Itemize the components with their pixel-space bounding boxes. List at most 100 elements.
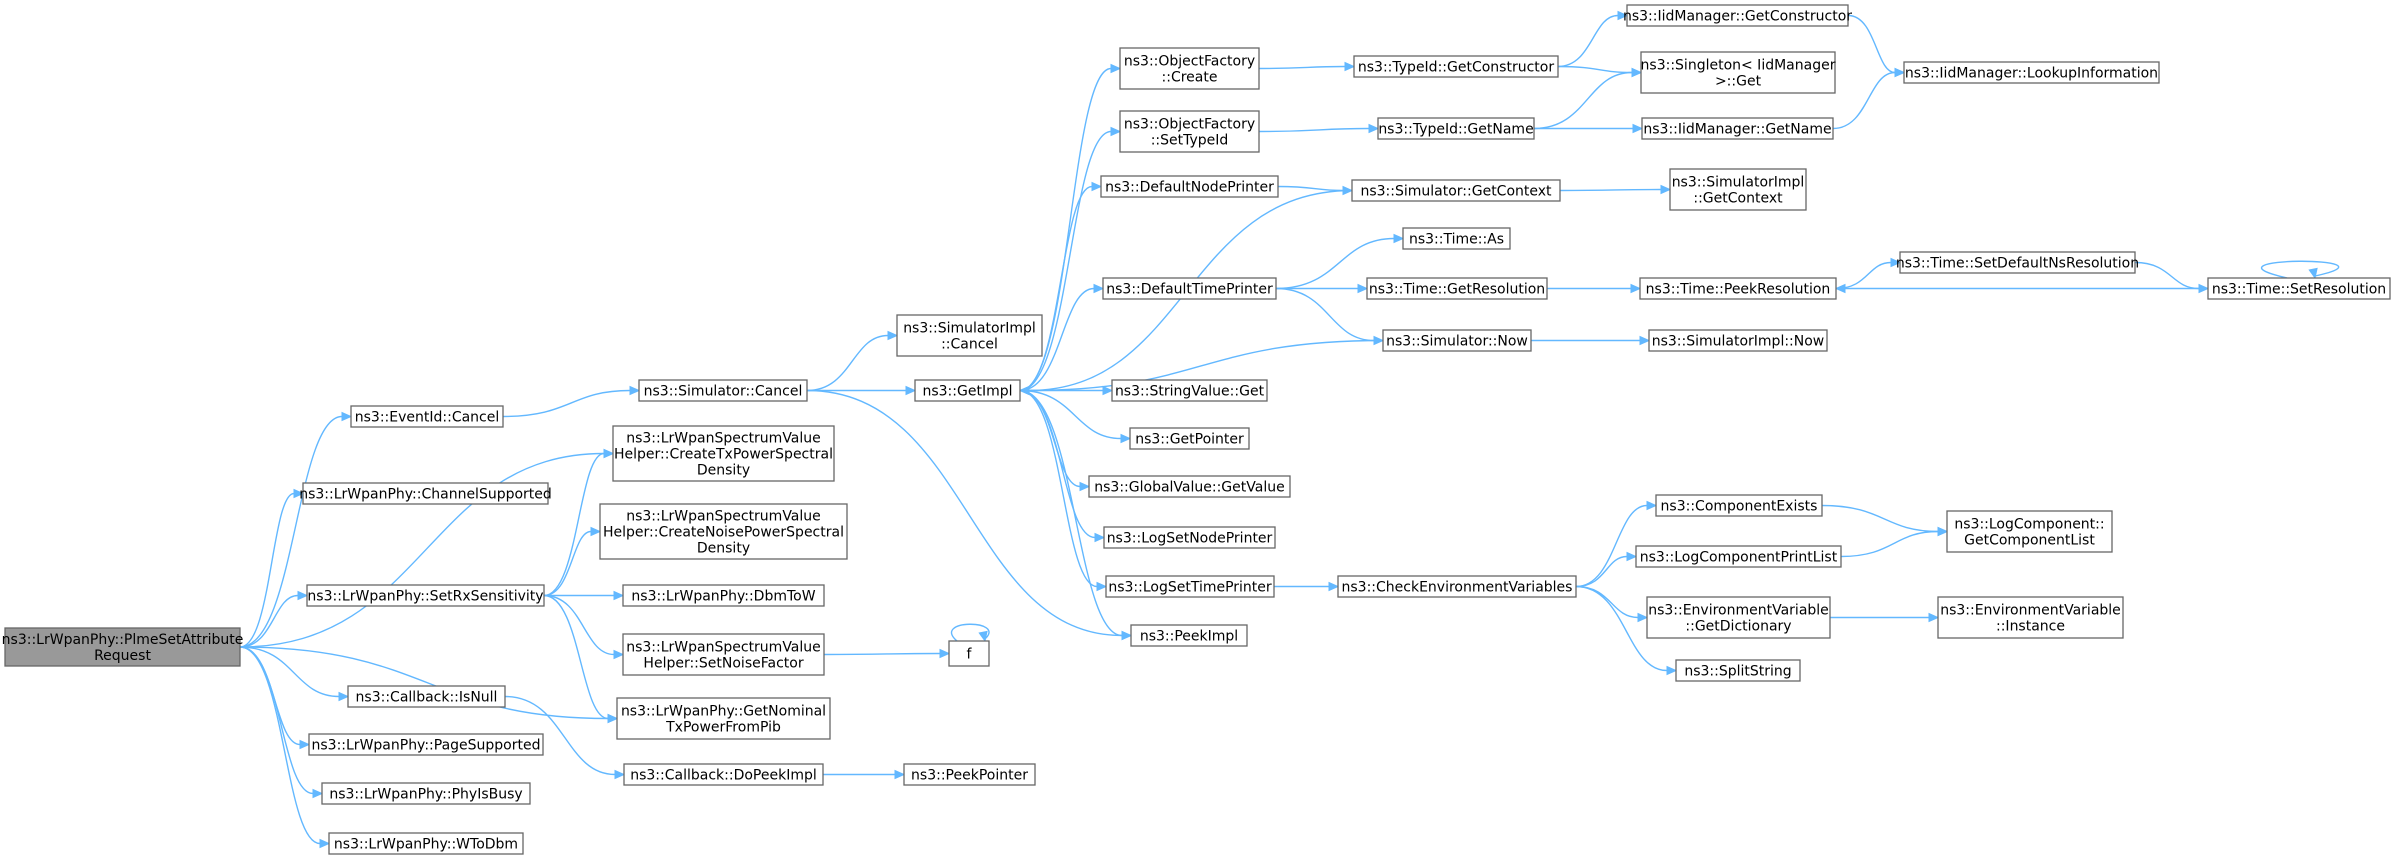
node-iidmanager-getname[interactable]: ns3::IidManager::GetName [1641, 117, 1834, 140]
node-eventid-cancel[interactable]: ns3::EventId::Cancel [350, 405, 504, 428]
node-label: ns3::LrWpanPhy::PlmeSetAttribute [2, 632, 244, 648]
node-box [1111, 379, 1268, 402]
node-objfactory-create[interactable]: ns3::ObjectFactory::Create [1119, 47, 1260, 90]
edge-root-to-callback-isnull [239, 646, 350, 702]
node-box [1648, 329, 1828, 352]
node-typeid-getconstructor[interactable]: ns3::TypeId::GetConstructor [1353, 55, 1559, 78]
node-log-component-printlist[interactable]: ns3::LogComponentPrintList [1635, 545, 1842, 568]
node-box [1119, 110, 1260, 153]
node-simimpl-getcontext[interactable]: ns3::SimulatorImpl::GetContext [1669, 168, 1807, 211]
node-page-supported[interactable]: ns3::LrWpanPhy::PageSupported [308, 733, 544, 756]
edge-default-time-printer-to-time-getresolution [1276, 283, 1369, 294]
node-box [622, 633, 825, 676]
node-logcomponent-getlist[interactable]: ns3::LogComponent::GetComponentList [1946, 510, 2113, 553]
node-label: ns3::SimulatorImpl [1672, 175, 1805, 191]
node-time-peekresolution[interactable]: ns3::Time::PeekResolution [1639, 277, 1837, 300]
node-create-noise-psd[interactable]: ns3::LrWpanSpectrumValueHelper::CreateNo… [599, 503, 848, 560]
node-callback-dopeekimpl[interactable]: ns3::Callback::DoPeekImpl [623, 763, 824, 786]
edge-root-to-w-to-dbm [239, 646, 331, 849]
node-box [1626, 4, 1849, 27]
node-box [1655, 494, 1823, 517]
node-simimpl-cancel[interactable]: ns3::SimulatorImpl::Cancel [896, 314, 1043, 357]
node-log-set-time-printer[interactable]: ns3::LogSetTimePrinter [1105, 575, 1275, 598]
node-label: ns3::LrWpanSpectrumValue [626, 640, 821, 656]
node-get-impl[interactable]: ns3::GetImpl [914, 379, 1021, 402]
node-box [321, 782, 531, 805]
node-callback-isnull[interactable]: ns3::Callback::IsNull [347, 685, 506, 708]
node-label: ns3::Time::PeekResolution [1646, 282, 1831, 298]
node-globalvalue-getvalue[interactable]: ns3::GlobalValue::GetValue [1088, 475, 1291, 498]
edge-component-exists-to-logcomponent-getlist [1821, 504, 1949, 537]
node-component-exists[interactable]: ns3::ComponentExists [1655, 494, 1823, 517]
edge-root-to-eventid-cancel [239, 411, 353, 648]
node-set-noise-factor[interactable]: ns3::LrWpanSpectrumValueHelper::SetNoise… [622, 633, 825, 676]
node-stringvalue-get[interactable]: ns3::StringValue::Get [1111, 379, 1268, 402]
node-create-tx-psd[interactable]: ns3::LrWpanSpectrumValueHelper::CreateTx… [612, 425, 835, 482]
node-label: ns3::LrWpanPhy::DbmToW [631, 589, 815, 605]
node-simulator-now[interactable]: ns3::Simulator::Now [1382, 329, 1532, 352]
edge-set-rx-sensitivity-to-get-nominal-tx [543, 594, 619, 724]
node-default-time-printer[interactable]: ns3::DefaultTimePrinter [1102, 277, 1277, 300]
edge-default-time-printer-to-time-as [1275, 233, 1405, 290]
node-peek-impl[interactable]: ns3::PeekImpl [1130, 624, 1248, 647]
node-singleton-get[interactable]: ns3::Singleton< IidManager>::Get [1640, 51, 1836, 94]
node-label: ns3::PeekPointer [911, 768, 1028, 784]
edge-get-impl-to-default-node-printer [1019, 181, 1103, 392]
node-box [2207, 277, 2391, 300]
node-set-rx-sensitivity[interactable]: ns3::LrWpanPhy::SetRxSensitivity [306, 584, 545, 607]
edge-typeid-getname-to-singleton-get [1533, 67, 1643, 130]
node-label: ns3::IidManager::GetConstructor [1623, 9, 1852, 25]
node-label: Helper::SetNoiseFactor [643, 656, 803, 672]
node-label: ns3::Simulator::Now [1386, 334, 1528, 350]
edge-check-env-vars-to-split-string [1575, 585, 1678, 676]
node-label: ns3::Simulator::Cancel [644, 384, 803, 400]
node-dbm-to-w[interactable]: ns3::LrWpanPhy::DbmToW [622, 584, 825, 607]
edge-time-getresolution-to-time-peekresolution [1547, 283, 1642, 294]
node-iidmanager-lookupinfo[interactable]: ns3::IidManager::LookupInformation [1903, 61, 2160, 84]
node-box [1899, 251, 2136, 274]
edge-root-to-phy-is-busy [239, 646, 324, 799]
node-peek-pointer[interactable]: ns3::PeekPointer [903, 763, 1036, 786]
edge-simulator-cancel-to-get-impl [807, 385, 917, 396]
edge-callback-dopeekimpl-to-peek-pointer [823, 769, 906, 780]
node-envvar-getdictionary[interactable]: ns3::EnvironmentVariable::GetDictionary [1646, 596, 1831, 639]
node-objfactory-settypeid[interactable]: ns3::ObjectFactory::SetTypeId [1119, 110, 1260, 153]
node-time-as[interactable]: ns3::Time::As [1402, 227, 1511, 250]
edge-get-impl-to-objfactory-settypeid [1019, 126, 1122, 392]
node-envvar-instance[interactable]: ns3::EnvironmentVariable::Instance [1937, 596, 2124, 639]
node-label: ns3::EnvironmentVariable [1648, 603, 1829, 619]
edge-time-setresolution-to-time-setresolution [2260, 260, 2340, 280]
node-f[interactable]: f [948, 640, 990, 667]
node-simulator-getcontext[interactable]: ns3::Simulator::GetContext [1351, 179, 1561, 202]
edge-root-to-set-rx-sensitivity [239, 590, 309, 648]
node-simulator-cancel[interactable]: ns3::Simulator::Cancel [638, 379, 808, 402]
node-label: ns3::LogComponent:: [1954, 517, 2104, 533]
edge-objfactory-create-to-typeid-getconstructor [1258, 61, 1356, 72]
node-log-set-node-printer[interactable]: ns3::LogSetNodePrinter [1103, 526, 1276, 549]
node-get-pointer[interactable]: ns3::GetPointer [1129, 427, 1250, 450]
node-time-getresolution[interactable]: ns3::Time::GetResolution [1366, 277, 1548, 300]
node-iidmanager-getconstructor[interactable]: ns3::IidManager::GetConstructor [1623, 4, 1852, 27]
node-phy-is-busy[interactable]: ns3::LrWpanPhy::PhyIsBusy [321, 782, 531, 805]
node-box [1119, 47, 1260, 90]
node-label: ns3::PeekImpl [1140, 629, 1238, 645]
node-box [1377, 117, 1535, 140]
node-box [1351, 179, 1561, 202]
node-time-setresolution[interactable]: ns3::Time::SetResolution [2207, 277, 2391, 300]
edge-get-impl-to-peek-impl [1019, 389, 1133, 641]
node-split-string[interactable]: ns3::SplitString [1675, 659, 1801, 682]
node-label: ns3::LrWpanPhy::WToDbm [334, 837, 518, 853]
node-default-node-printer[interactable]: ns3::DefaultNodePrinter [1100, 175, 1279, 198]
node-label: ns3::LogComponentPrintList [1640, 550, 1838, 566]
node-w-to-dbm[interactable]: ns3::LrWpanPhy::WToDbm [328, 832, 524, 855]
node-check-env-vars[interactable]: ns3::CheckEnvironmentVariables [1337, 575, 1577, 598]
node-time-setdefaultnsres[interactable]: ns3::Time::SetDefaultNsResolution [1896, 251, 2139, 274]
node-box [1675, 659, 1801, 682]
node-channel-supported[interactable]: ns3::LrWpanPhy::ChannelSupported [299, 482, 552, 505]
node-typeid-getname[interactable]: ns3::TypeId::GetName [1377, 117, 1535, 140]
node-simimpl-now[interactable]: ns3::SimulatorImpl::Now [1648, 329, 1828, 352]
node-label: ns3::ComponentExists [1661, 499, 1818, 515]
node-label: ns3::ObjectFactory [1124, 54, 1255, 70]
